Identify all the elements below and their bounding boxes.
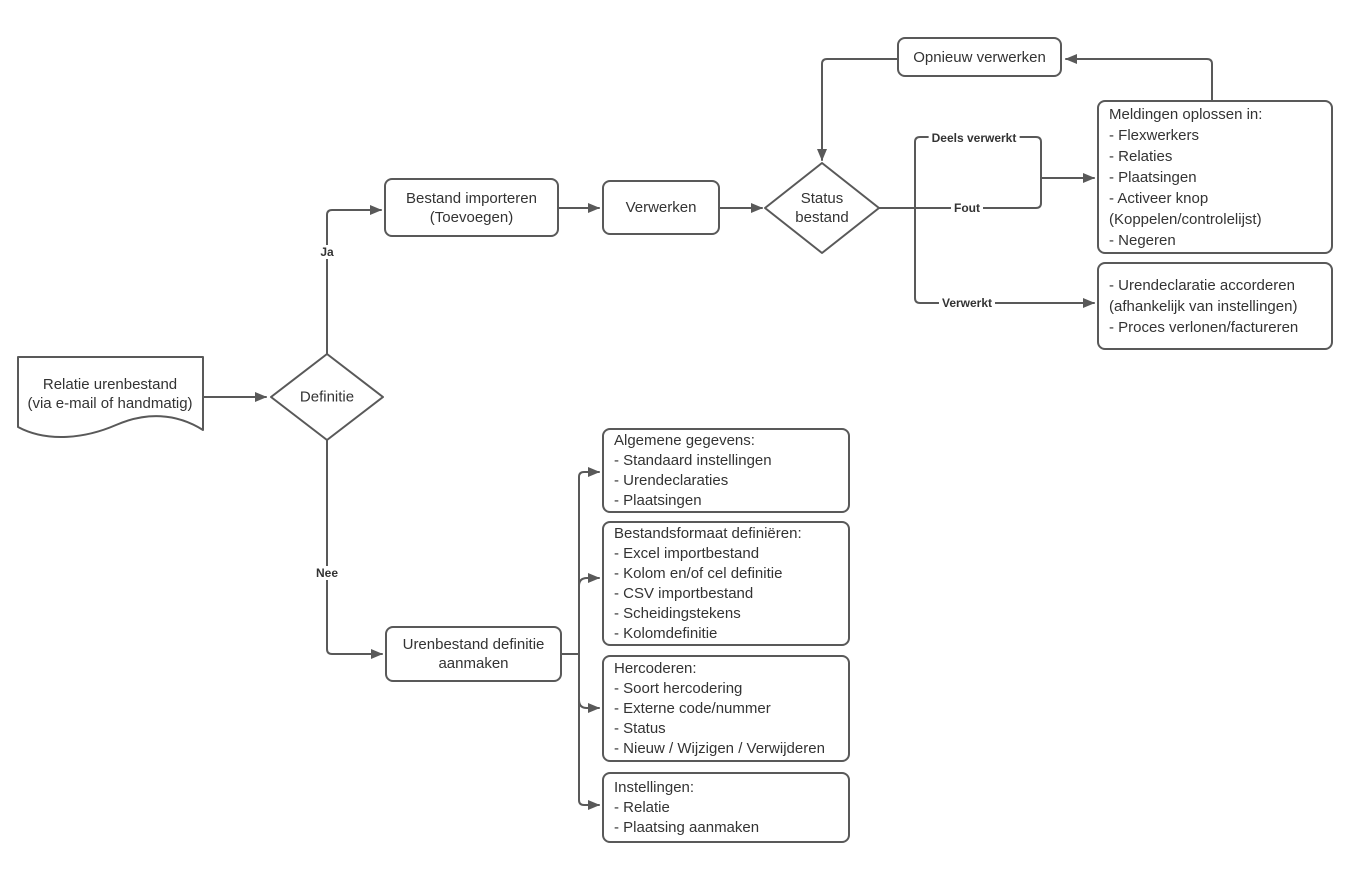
opnieuw-verwerken-node: Opnieuw verwerken [897,37,1062,77]
connector-deels-verwerkt [914,136,1042,209]
bestand-importeren-label: Bestand importeren (Toevoegen) [406,189,537,226]
urendeclaratie-accorderen-node: - Urendeclaratie accorderen (afhankelijk… [1097,262,1333,350]
connector-verwerkt [914,207,1095,308]
bestandsformaat-label: Bestandsformaat definiëren: - Excel impo… [614,524,802,642]
bestandsformaat-node: Bestandsformaat definiëren: - Excel impo… [602,521,850,646]
meldingen-oplossen-node: Meldingen oplossen in: - Flexwerkers - R… [1097,100,1333,254]
instellingen-node: Instellingen: - Relatie - Plaatsing aanm… [602,772,850,843]
hercoderen-label: Hercoderen: - Soort hercodering - Extern… [614,659,825,757]
bestand-importeren-node: Bestand importeren (Toevoegen) [384,178,559,237]
urenbestand-definitie-label: Urenbestand definitie aanmaken [402,636,545,672]
verwerken-label: Verwerken [625,199,697,216]
relatie-urenbestand-label: Relatie urenbestand (via e-mail of handm… [27,376,193,412]
connector-trunk-to-instellingen [578,653,600,810]
algemene-gegevens-label: Algemene gegevens: - Standaard instellin… [614,431,772,509]
connector-nee-to-urenbestand-definitie [326,439,383,659]
edge-label-verwerkt: Verwerkt [938,296,996,310]
urendeclaratie-accorderen-label: - Urendeclaratie accorderen (afhankelijk… [1109,276,1299,336]
edge-label-ja: Ja [317,245,337,259]
edge-label-nee: Nee [312,566,342,580]
definitie-label: Definitie [299,388,355,406]
connector-trunk-to-algemene [578,467,600,655]
connector-opnieuw-to-status [817,58,898,161]
opnieuw-verwerken-label: Opnieuw verwerken [913,48,1046,66]
connector-meldingen-to-opnieuw [1065,54,1213,101]
edge-label-fout: Fout [951,201,983,215]
status-bestand-label: Status bestand [795,190,849,226]
connector-trunk-to-hercoderen [578,699,600,713]
verwerken-node: Verwerken [602,180,720,235]
connector-ja-to-bestand-importeren [326,205,382,355]
document-shape [17,356,204,439]
edge-label-deels-verwerkt: Deels verwerkt [928,131,1020,145]
algemene-gegevens-node: Algemene gegevens: - Standaard instellin… [602,428,850,513]
meldingen-oplossen-label: Meldingen oplossen in: - Flexwerkers - R… [1109,105,1263,249]
instellingen-label: Instellingen: - Relatie - Plaatsing aanm… [614,778,760,836]
definitie-diamond [270,353,384,441]
connector-fout [878,177,1042,209]
hercoderen-node: Hercoderen: - Soort hercodering - Extern… [602,655,850,762]
status-bestand-diamond [764,162,880,254]
connector-trunk-to-bestandsformaat [578,573,600,587]
urenbestand-definitie-node: Urenbestand definitie aanmaken [385,626,562,682]
